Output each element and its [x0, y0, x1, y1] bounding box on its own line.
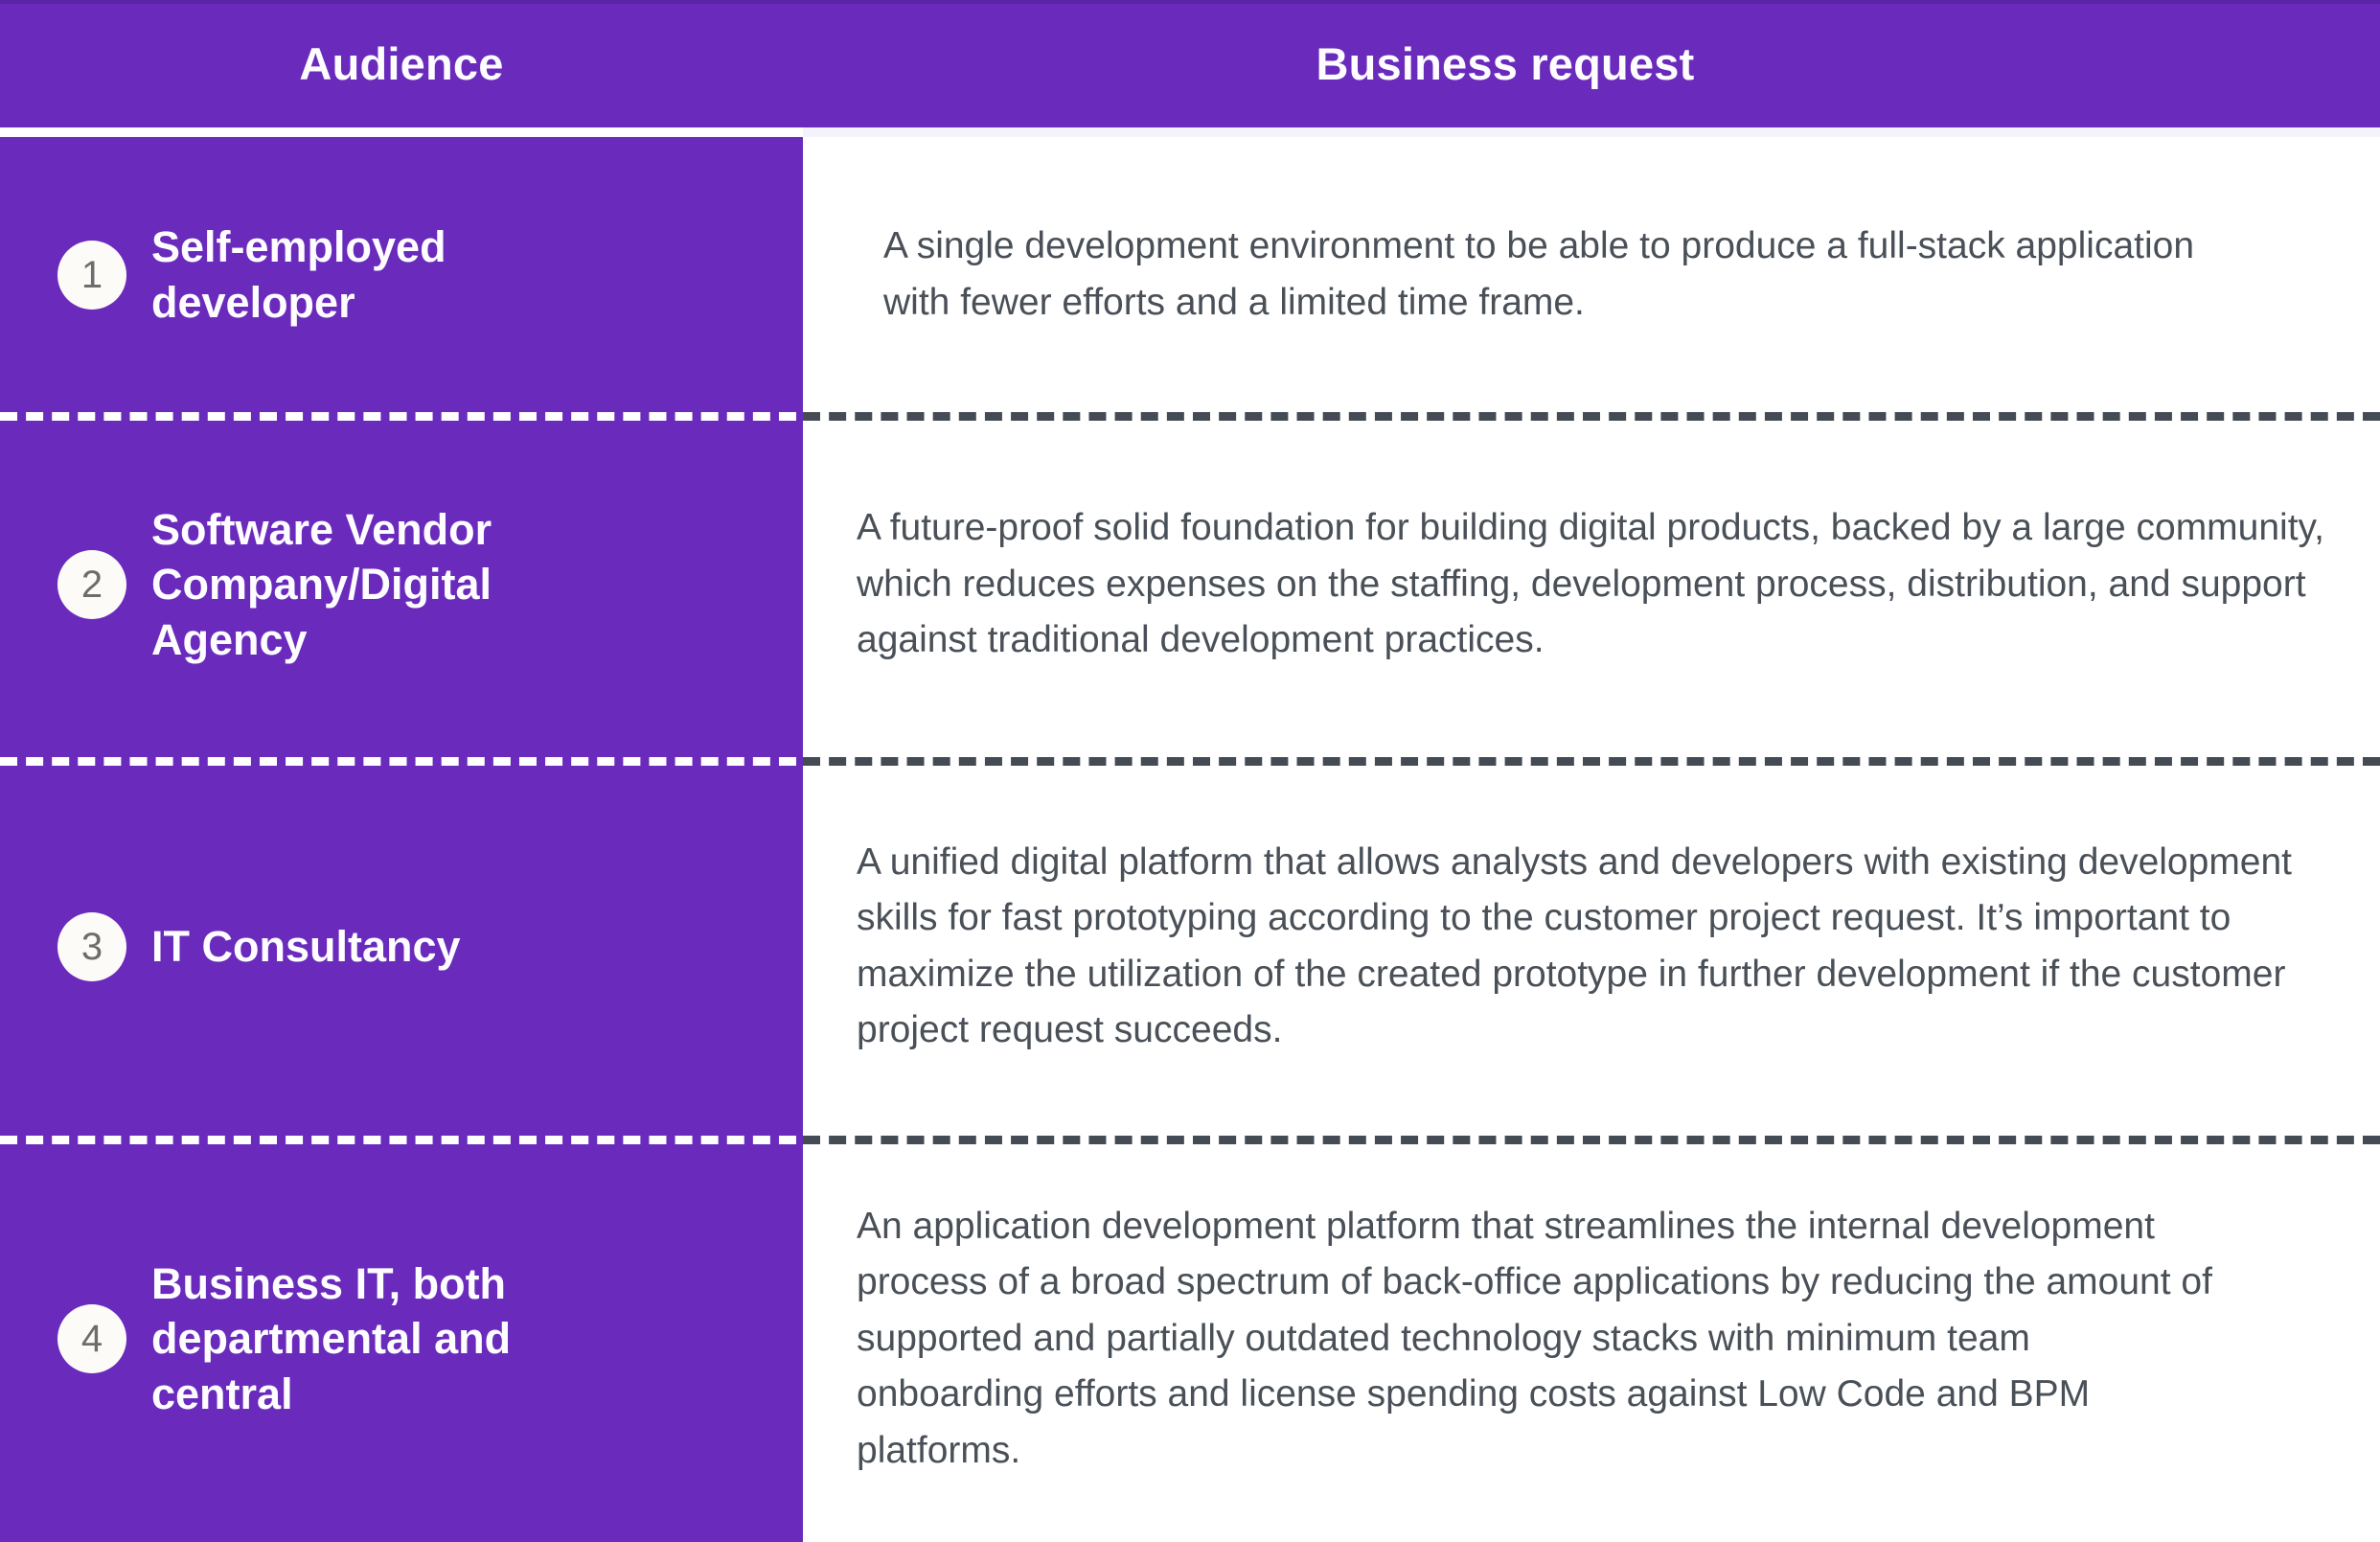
row-divider-dark-segment — [803, 757, 2380, 766]
table-row: 2 Software Vendor Company/Digital Agency… — [0, 412, 2380, 757]
table-row: 4 Business IT, both departmental and cen… — [0, 1136, 2380, 1542]
row-divider — [0, 757, 2380, 766]
table-body: 1 Self-employed developer A single devel… — [0, 137, 2380, 1542]
audience-cell: 3 IT Consultancy — [0, 757, 803, 1136]
table-header-row: Audience Business request — [0, 0, 2380, 127]
business-request-cell: A single development environment to be a… — [803, 137, 2380, 412]
audience-column-band — [0, 137, 803, 1542]
row-divider — [0, 412, 2380, 421]
header-underline-left-segment — [0, 127, 803, 137]
business-request-cell: A unified digital platform that allows a… — [803, 757, 2380, 1136]
row-divider — [0, 1136, 2380, 1144]
column-header-audience: Audience — [299, 38, 504, 89]
business-request-text: A future-proof solid foundation for buil… — [857, 507, 2324, 661]
business-request-cell: A future-proof solid foundation for buil… — [803, 412, 2380, 757]
audience-label: Self-employed developer — [151, 221, 446, 327]
audience-cell: 2 Software Vendor Company/Digital Agency — [0, 412, 803, 757]
audience-label: Software Vendor Company/Digital Agency — [151, 504, 492, 664]
row-number-badge-icon: 1 — [57, 240, 126, 310]
column-header-business-request: Business request — [1316, 38, 1695, 89]
table-rows: 1 Self-employed developer A single devel… — [0, 137, 2380, 1542]
audience-label: Business IT, both departmental and centr… — [151, 1258, 512, 1418]
business-request-text: An application development platform that… — [857, 1205, 2212, 1471]
row-number-badge-icon: 2 — [57, 550, 126, 619]
row-number-badge-icon: 3 — [57, 911, 126, 981]
table-row: 1 Self-employed developer A single devel… — [0, 137, 2380, 412]
audience-label: IT Consultancy — [151, 921, 461, 971]
business-request-text: A single development environment to be a… — [883, 225, 2195, 323]
audience-cell: 4 Business IT, both departmental and cen… — [0, 1136, 803, 1542]
business-request-cell: An application development platform that… — [803, 1136, 2380, 1542]
business-request-text: A unified digital platform that allows a… — [857, 840, 2293, 1051]
table-row: 3 IT Consultancy A unified digital platf… — [0, 757, 2380, 1136]
row-number-badge-icon: 4 — [57, 1304, 126, 1373]
audience-cell: 1 Self-employed developer — [0, 137, 803, 412]
row-divider-dark-segment — [803, 412, 2380, 421]
row-divider-dark-segment — [803, 1136, 2380, 1144]
header-underline — [0, 127, 2380, 137]
